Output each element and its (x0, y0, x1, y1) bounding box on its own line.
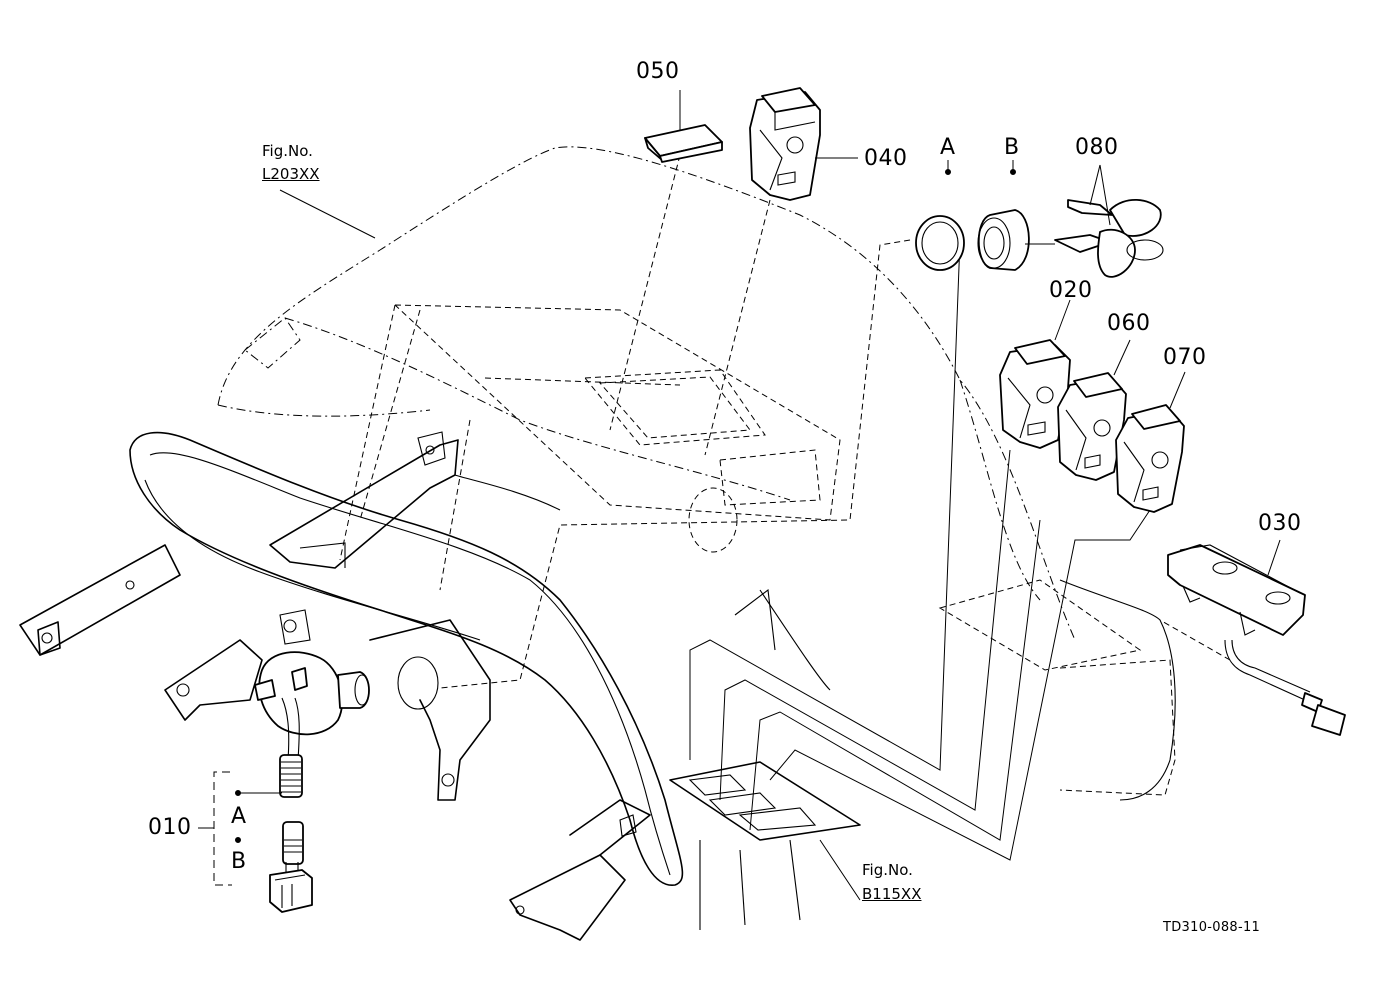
switch-020 (999, 339, 1071, 449)
panel-recesses (394, 304, 1176, 796)
label-030: 030 (1258, 511, 1302, 536)
label-B: B (1004, 135, 1020, 160)
dashboard-cover (217, 146, 1076, 641)
keys-080 (1054, 198, 1164, 278)
label-A: A (940, 135, 956, 160)
label-010-A: A (231, 804, 247, 829)
label-leaders (198, 90, 1281, 901)
ring-A (915, 215, 965, 271)
cap-050 (644, 124, 723, 163)
switch-030 (1167, 544, 1346, 736)
cylinder-B (977, 209, 1055, 271)
assembly-leaders (339, 154, 1231, 689)
key-switch-010 (254, 651, 370, 913)
label-020: 020 (1049, 278, 1093, 303)
figure-ref-l203-line2: L203XX (262, 165, 320, 183)
switch-040 (749, 87, 821, 201)
figure-ref-b115-line1: Fig.No. (862, 861, 913, 879)
drawing-code: TD310-088-11 (1163, 920, 1261, 935)
figure-ref-b115-line2: B115XX (862, 885, 922, 903)
label-010: 010 (148, 815, 192, 840)
label-050: 050 (636, 59, 680, 84)
label-040: 040 (864, 146, 908, 171)
switch-070 (1115, 404, 1185, 513)
label-070: 070 (1163, 345, 1207, 370)
label-010-B: B (231, 849, 247, 874)
label-080: 080 (1075, 135, 1119, 160)
label-060: 060 (1107, 311, 1151, 336)
meter-frame (19, 431, 1176, 941)
figure-ref-l203-line1: Fig.No. (262, 142, 313, 160)
harness-routing (689, 239, 1151, 861)
switch-060 (1057, 372, 1127, 481)
